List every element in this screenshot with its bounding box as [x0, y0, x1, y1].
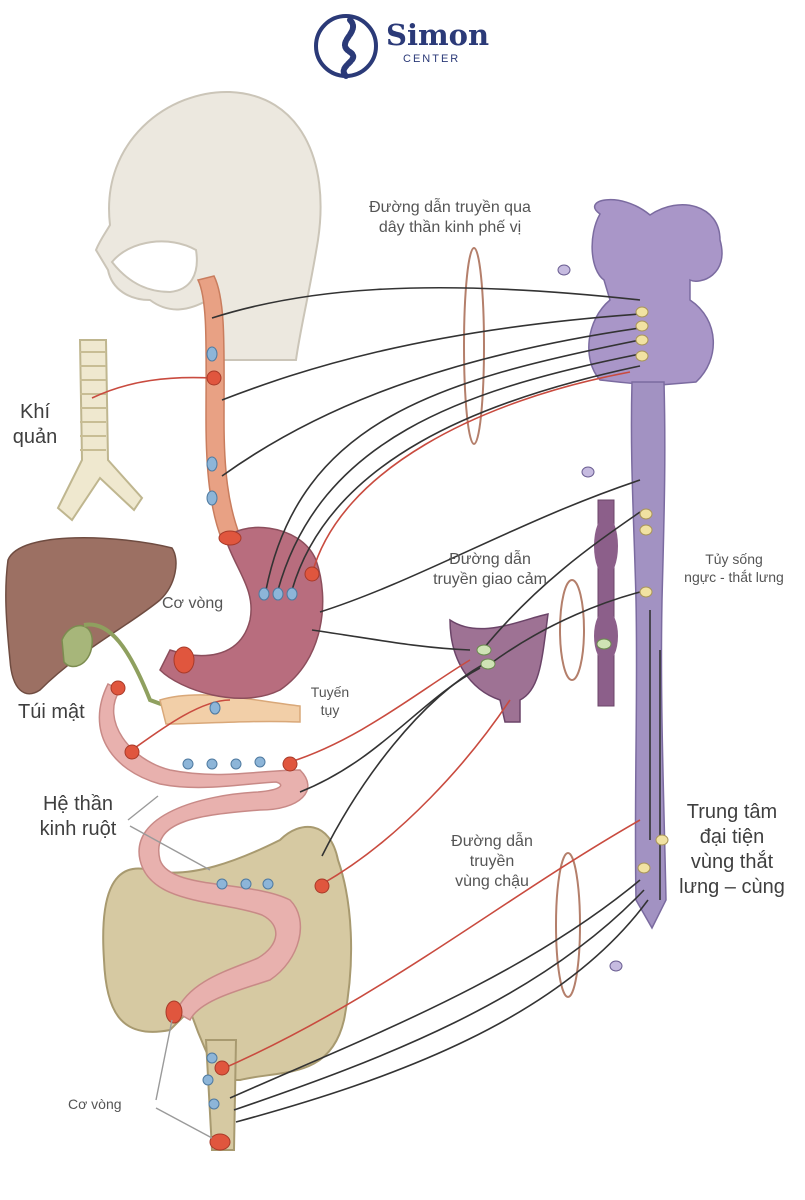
logo-subtitle: CENTER — [403, 53, 461, 65]
defecation-center-label-line2: đại tiện — [699, 826, 765, 848]
sympathetic-pathway-label: Đường dẫn truyền giao cảm — [410, 550, 570, 590]
spine-logo-icon — [314, 14, 378, 79]
chain-ganglion-upper — [594, 516, 618, 576]
stomach — [159, 526, 324, 699]
ganglion-neurons — [476, 638, 612, 670]
defecation-center-label-line1: Trung tâm — [686, 801, 778, 823]
nerve-fibers-red — [91, 371, 641, 1071]
gallbladder — [61, 624, 93, 668]
pelvic-pathway-label-line1: Đường dẫn — [451, 833, 533, 850]
pelvic-pathway-label-line2: truyền — [469, 853, 515, 870]
pancreas-label-line2: tụy — [320, 701, 340, 718]
enteric-nervous-system-label: Hệ thần kinh ruột — [26, 792, 130, 842]
trachea — [56, 339, 144, 522]
pelvic-pathway-label: Đường dẫn truyền vùng chậu — [428, 832, 556, 892]
chain-ganglion-lower — [594, 610, 618, 662]
sphincter-markers — [110, 370, 330, 1151]
small-intestine — [98, 682, 309, 1022]
thoracolumbar-spinal-cord-label: Tủy sống ngực - thắt lưng — [666, 551, 802, 586]
trachea-label-line1: Khí — [19, 401, 51, 423]
defecation-center-label-line3: vùng thắt — [690, 851, 774, 873]
brain-and-brainstem — [588, 198, 723, 386]
nerve-fibers-dark — [211, 286, 661, 1123]
pancreas-label-line1: Tuyến — [310, 684, 350, 700]
vagal-pathway-label-line1: Đường dẫn truyền qua — [369, 199, 531, 216]
trachea-label: Khí quản — [10, 400, 60, 450]
thoracolumbar-spinal-cord-label-line2: ngực - thắt lưng — [684, 568, 784, 585]
label-leader-lines — [127, 795, 213, 1139]
central-neurons — [635, 306, 669, 874]
thoracolumbar-spinal-cord-label-line1: Tủy sống — [705, 551, 763, 567]
enteric-nervous-system-label-line1: Hệ thần — [42, 793, 114, 815]
sympathetic-pathway-label-line2: truyền giao cảm — [433, 571, 547, 588]
trachea-label-line2: quản — [12, 426, 58, 448]
sphincter-bottom-label: Cơ vòng — [68, 1096, 122, 1112]
logo-title: Simon — [386, 18, 490, 52]
pancreas-label: Tuyến tụy — [296, 684, 364, 719]
gallbladder-label: Túi mật — [18, 701, 85, 723]
vagal-bundle-loop — [463, 247, 485, 445]
lumbosacral-defecation-center-label: Trung tâm đại tiện vùng thắt lưng – cùng — [670, 800, 794, 900]
sympathetic-pathway-label-line1: Đường dẫn — [449, 551, 531, 568]
enteric-nervous-system-label-line2: kinh ruột — [39, 818, 117, 840]
liver — [5, 537, 177, 695]
pelvic-bundle-loop — [555, 852, 581, 998]
mouth-cavity — [110, 240, 198, 294]
defecation-center-label-line4: lưng – cùng — [679, 876, 785, 898]
pelvic-pathway-label-line3: vùng chậu — [455, 873, 529, 890]
sensory-neurons — [557, 264, 623, 972]
bile-duct — [83, 622, 189, 716]
enteric-neurons — [182, 346, 298, 1110]
spinal-cord — [630, 381, 667, 930]
vagal-pathway-label: Đường dẫn truyền qua dây thần kinh phế v… — [350, 198, 550, 238]
head-silhouette — [94, 90, 322, 361]
pancreas — [159, 694, 301, 725]
vagal-pathway-label-line2: dây thần kinh phế vị — [378, 219, 522, 236]
sympathetic-bundle-loop — [559, 579, 585, 681]
sphincter-top-label: Cơ vòng — [162, 595, 224, 612]
